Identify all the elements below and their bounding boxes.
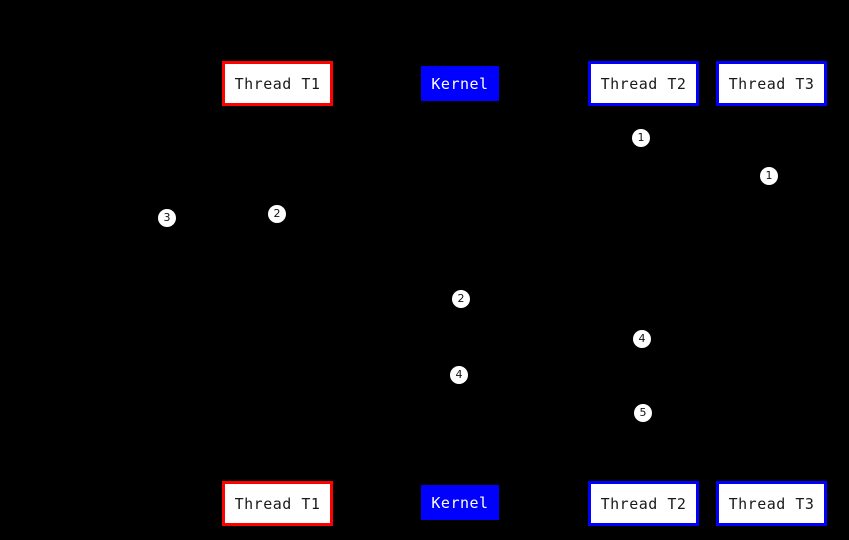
participant-label: Thread T1 bbox=[234, 74, 321, 93]
participant-thread-t2-top[interactable]: Thread T2 bbox=[588, 61, 699, 106]
participant-thread-t2-bottom[interactable]: Thread T2 bbox=[588, 481, 699, 526]
participant-label: Thread T2 bbox=[600, 494, 687, 513]
sequence-marker-t2-1: 1 bbox=[632, 129, 650, 147]
message-arrow-6 bbox=[460, 413, 643, 414]
participant-label: Kernel bbox=[431, 74, 489, 93]
participant-label: Thread T3 bbox=[728, 494, 815, 513]
participant-label: Thread T3 bbox=[728, 74, 815, 93]
sequence-marker-t1-2: 2 bbox=[268, 205, 286, 223]
sequence-marker-t2-5: 5 bbox=[634, 404, 652, 422]
sequence-marker-kernel-2: 2 bbox=[452, 290, 470, 308]
participant-thread-t1-top[interactable]: Thread T1 bbox=[222, 61, 333, 106]
message-arrow-1 bbox=[643, 138, 769, 139]
message-arrow-5 bbox=[459, 375, 643, 376]
participant-thread-t3-bottom[interactable]: Thread T3 bbox=[716, 481, 827, 526]
lifeline-t1 bbox=[277, 106, 278, 481]
sequence-marker-t1-3: 3 bbox=[158, 209, 176, 227]
participant-kernel-top[interactable]: Kernel bbox=[421, 66, 499, 101]
participant-label: Kernel bbox=[431, 493, 489, 512]
sequence-marker-kernel-4: 4 bbox=[450, 366, 468, 384]
message-arrowhead-6 bbox=[460, 409, 467, 417]
participant-thread-t3-top[interactable]: Thread T3 bbox=[716, 61, 827, 106]
message-arrow-3 bbox=[277, 299, 461, 300]
participant-label: Thread T2 bbox=[600, 74, 687, 93]
participant-kernel-bottom[interactable]: Kernel bbox=[421, 485, 499, 520]
participant-label: Thread T1 bbox=[234, 494, 321, 513]
message-arrow-4 bbox=[461, 339, 643, 340]
message-arrowhead-1 bbox=[762, 134, 769, 142]
sequence-marker-t2-4: 4 bbox=[633, 330, 651, 348]
lifeline-t3 bbox=[771, 106, 772, 481]
message-arrow-2 bbox=[167, 218, 277, 219]
participant-thread-t1-bottom[interactable]: Thread T1 bbox=[222, 481, 333, 526]
sequence-marker-t3-1: 1 bbox=[760, 167, 778, 185]
activation-bar-t2 bbox=[639, 130, 648, 420]
